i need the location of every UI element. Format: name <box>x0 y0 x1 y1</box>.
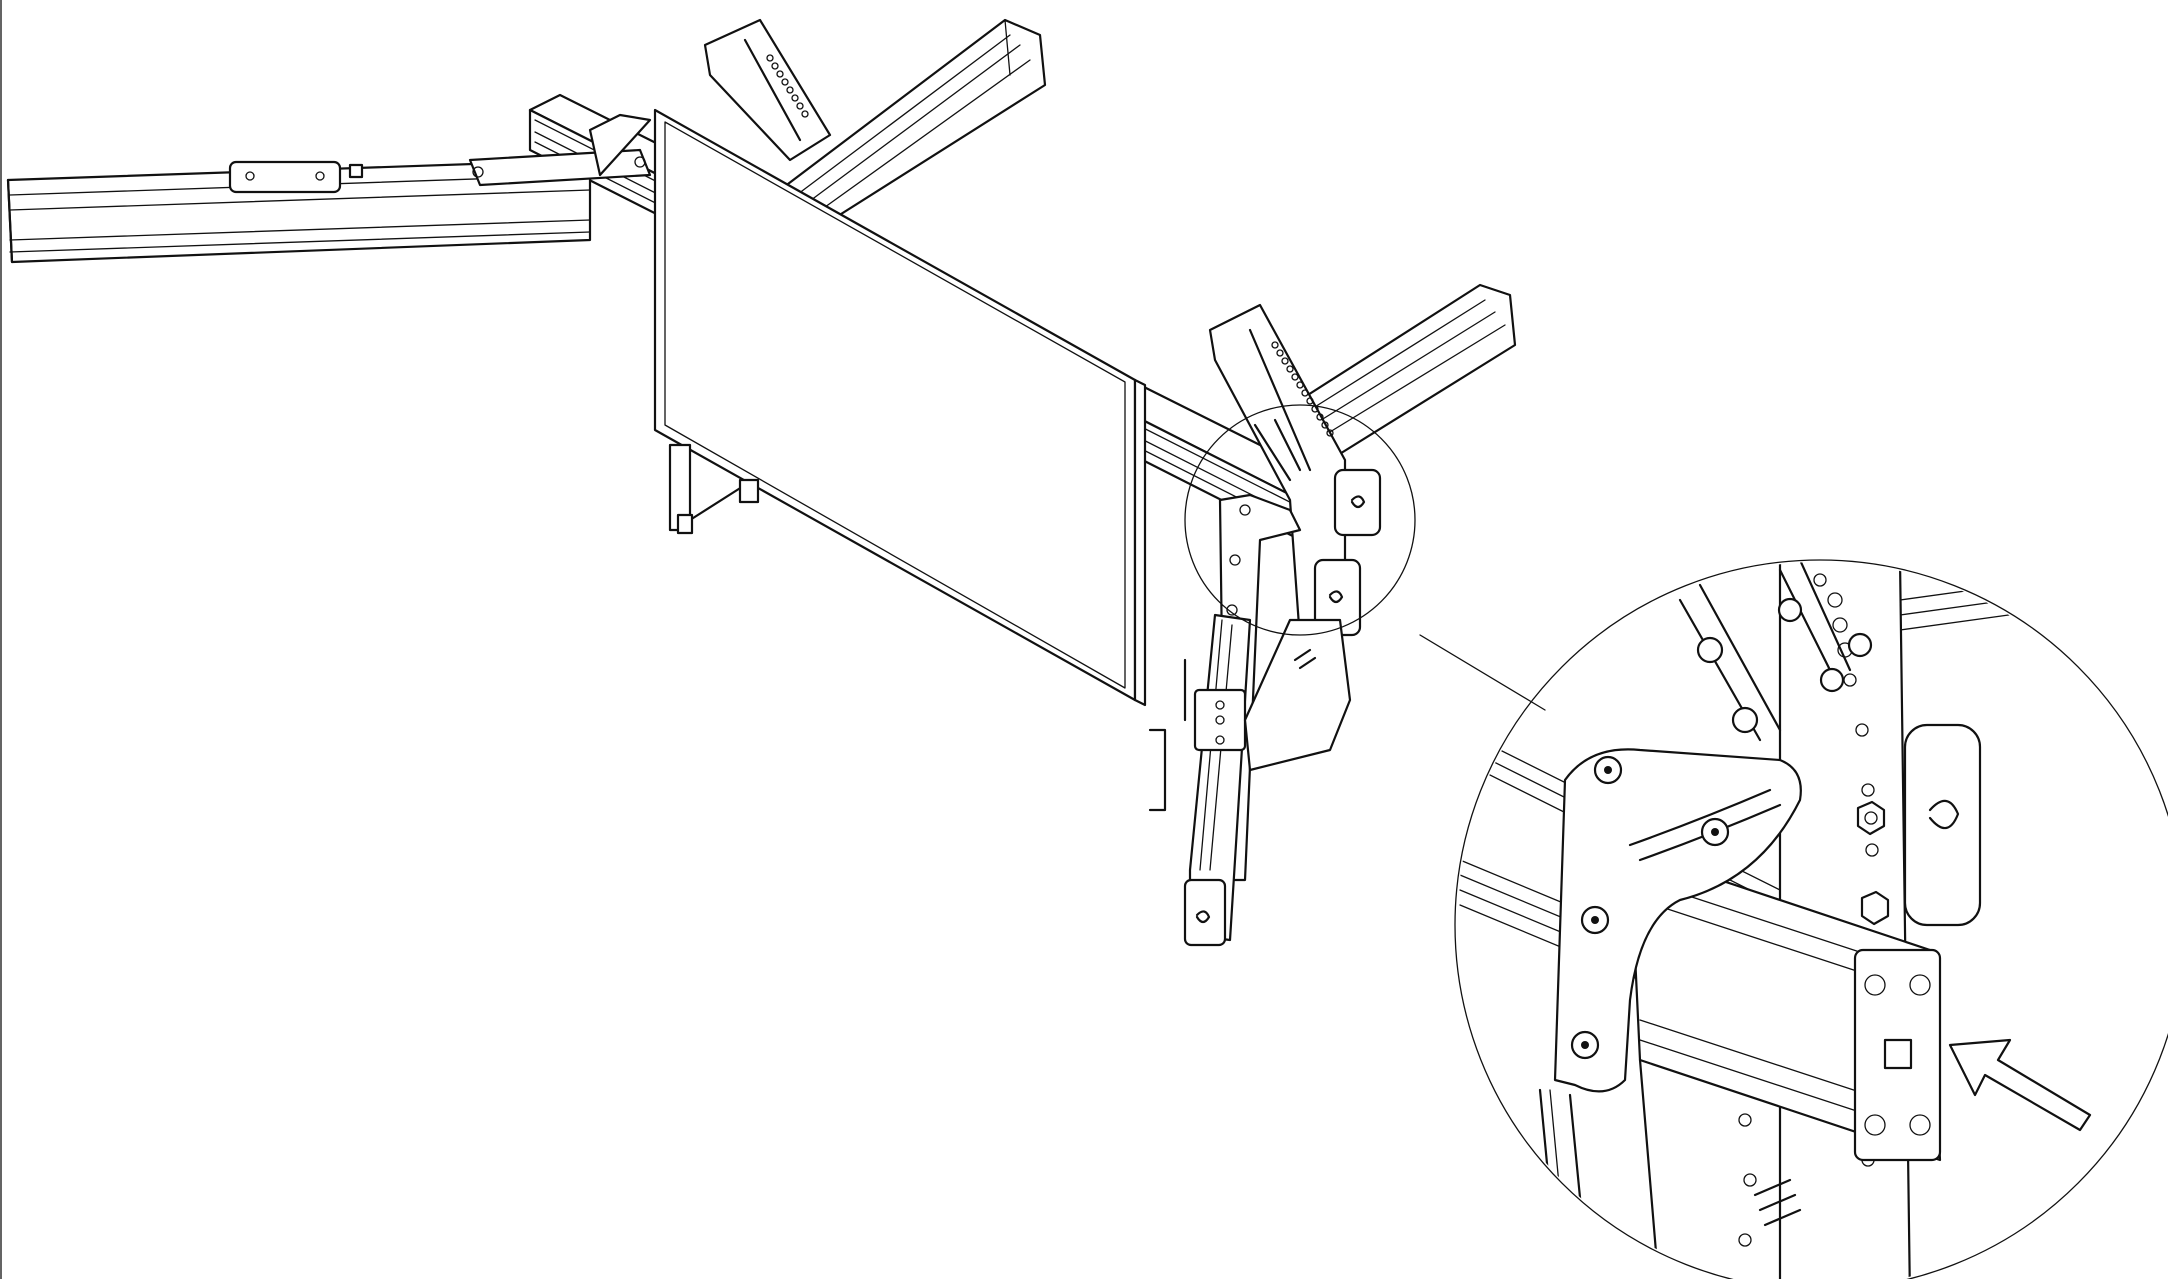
detail-leader-line <box>1419 634 1546 711</box>
end-cap-upper-right <box>1333 468 1382 537</box>
detail-slot-bolts <box>1678 562 1873 742</box>
detail-profile-section <box>1628 848 1942 1162</box>
detail-lower-vertical <box>1538 1058 1662 1279</box>
lower-cross-bar <box>1298 283 1517 462</box>
detail-view-contents <box>1459 562 2168 1279</box>
detail-source-circle <box>1184 404 1416 636</box>
detail-magnified-circle <box>1454 559 2168 1279</box>
detail-hex-nuts <box>1856 800 1890 926</box>
detail-bottom-slots <box>1753 1178 1802 1227</box>
left-arm-link-plate <box>468 113 652 187</box>
upper-plate-hole-row <box>766 54 809 118</box>
upper-cross-bar <box>778 18 1047 242</box>
detail-l-bracket <box>1553 748 1802 1093</box>
left-extension-arm <box>6 158 592 264</box>
left-arm-clamp <box>228 160 364 194</box>
right-plate-hole-row <box>1271 341 1334 437</box>
insert-arrow <box>1948 1038 2092 1132</box>
right-vertical-profile <box>1183 613 1252 947</box>
right-slider-plate <box>1193 688 1247 752</box>
upper-adjustment-plate <box>703 18 832 162</box>
monitor-panel <box>653 108 1147 707</box>
monitor-foot-bracket <box>668 443 760 535</box>
detail-end-cap <box>1903 723 1982 927</box>
right-base-plate <box>1243 618 1352 772</box>
right-side-hooks <box>1148 658 1187 812</box>
